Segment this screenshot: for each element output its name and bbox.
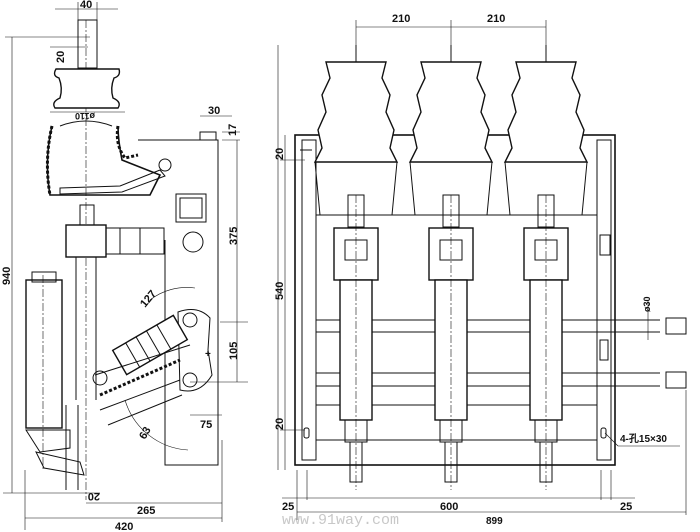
dim-bolt-offset: 17	[227, 124, 239, 136]
dim-insulator-dia: ø110	[75, 111, 95, 121]
dim-pivot-spacing: 105	[228, 342, 240, 360]
dim-total-height: 940	[1, 267, 13, 285]
dim-frame-depth: 265	[137, 505, 155, 517]
indicator-window	[175, 193, 207, 223]
dim-pivot-offset: 75	[200, 419, 212, 431]
svg-text:+: +	[205, 349, 211, 360]
pole-3	[503, 45, 589, 490]
dim-top-offset: 20	[274, 148, 286, 160]
dim-overall-width: 899	[486, 516, 503, 527]
shaft-end-upper	[665, 317, 687, 335]
dim-phase-spacing-2: 210	[487, 13, 505, 25]
insulator-top	[53, 68, 121, 109]
linkage-arm	[59, 169, 166, 195]
dim-angle-close: 63	[137, 425, 154, 442]
side-view: 40 20 ø110 30 17	[1, 0, 248, 532]
dim-right-margin: 25	[620, 501, 632, 513]
pole-2	[408, 45, 494, 490]
pivot-plate	[177, 309, 213, 392]
dim-mounting-holes: 4-孔15×30	[620, 432, 667, 445]
dim-top-width: 40	[80, 0, 92, 11]
dim-mount-height: 540	[274, 282, 286, 300]
fuse-cylinder	[25, 279, 63, 429]
contact-housing	[65, 224, 107, 258]
dim-mount-width: 600	[440, 501, 458, 513]
dim-angle-open: 127	[138, 288, 159, 310]
front-view: 210 210	[274, 13, 687, 527]
pole-1	[313, 45, 399, 490]
dim-terminal-height: 20	[55, 51, 67, 63]
inclined-insulator	[111, 314, 189, 376]
frame-plate	[138, 139, 219, 466]
dim-upper-height: 375	[228, 227, 240, 245]
dim-shaft-dia: ø30	[642, 296, 652, 312]
dim-phase-spacing-1: 210	[392, 13, 410, 25]
dim-overall-depth: 420	[115, 521, 133, 532]
top-terminal	[77, 19, 98, 69]
dim-base-offset: 20	[88, 490, 100, 502]
watermark: www.91way.com	[282, 512, 399, 529]
dim-left-margin: 25	[282, 501, 294, 513]
shaft-end-lower	[665, 371, 687, 389]
dim-bolt-width: 30	[208, 105, 220, 117]
dim-bottom-offset: 20	[274, 418, 286, 430]
